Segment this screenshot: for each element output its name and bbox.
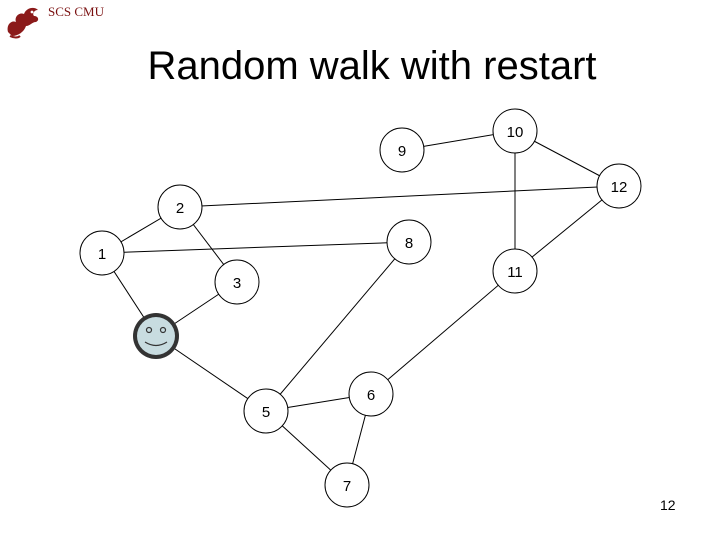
random-walker-face-icon [133,313,179,359]
node-1 [79,230,125,276]
node-label-12: 12 [611,179,628,196]
edge-6-11 [370,270,516,395]
node-label-6: 6 [367,387,375,404]
page-number: 12 [660,497,676,513]
node-9 [379,127,425,173]
node-label-11: 11 [507,264,523,281]
node-11 [492,248,538,294]
institution-label: SCS CMU [48,4,104,19]
node-label-7: 7 [343,478,351,495]
node-10 [492,108,538,154]
node-label-3: 3 [233,275,241,292]
edge-1-8 [101,241,410,254]
edge-2-12 [179,185,620,208]
node-2 [157,184,203,230]
node-label-1: 1 [98,246,106,263]
node-6 [348,371,394,417]
node-3 [214,259,260,305]
node-label-5: 5 [262,404,270,421]
node-7 [324,462,370,508]
cmu-dragon-logo [7,7,39,39]
node-label-8: 8 [405,235,413,252]
node-label-2: 2 [176,200,184,217]
node-8 [386,219,432,265]
node-label-9: 9 [398,143,406,160]
node-label-10: 10 [507,124,524,141]
node-5 [243,388,289,434]
edge-5-8 [265,241,410,412]
node-12 [596,163,642,209]
slide-title: Random walk with restart [147,44,597,88]
